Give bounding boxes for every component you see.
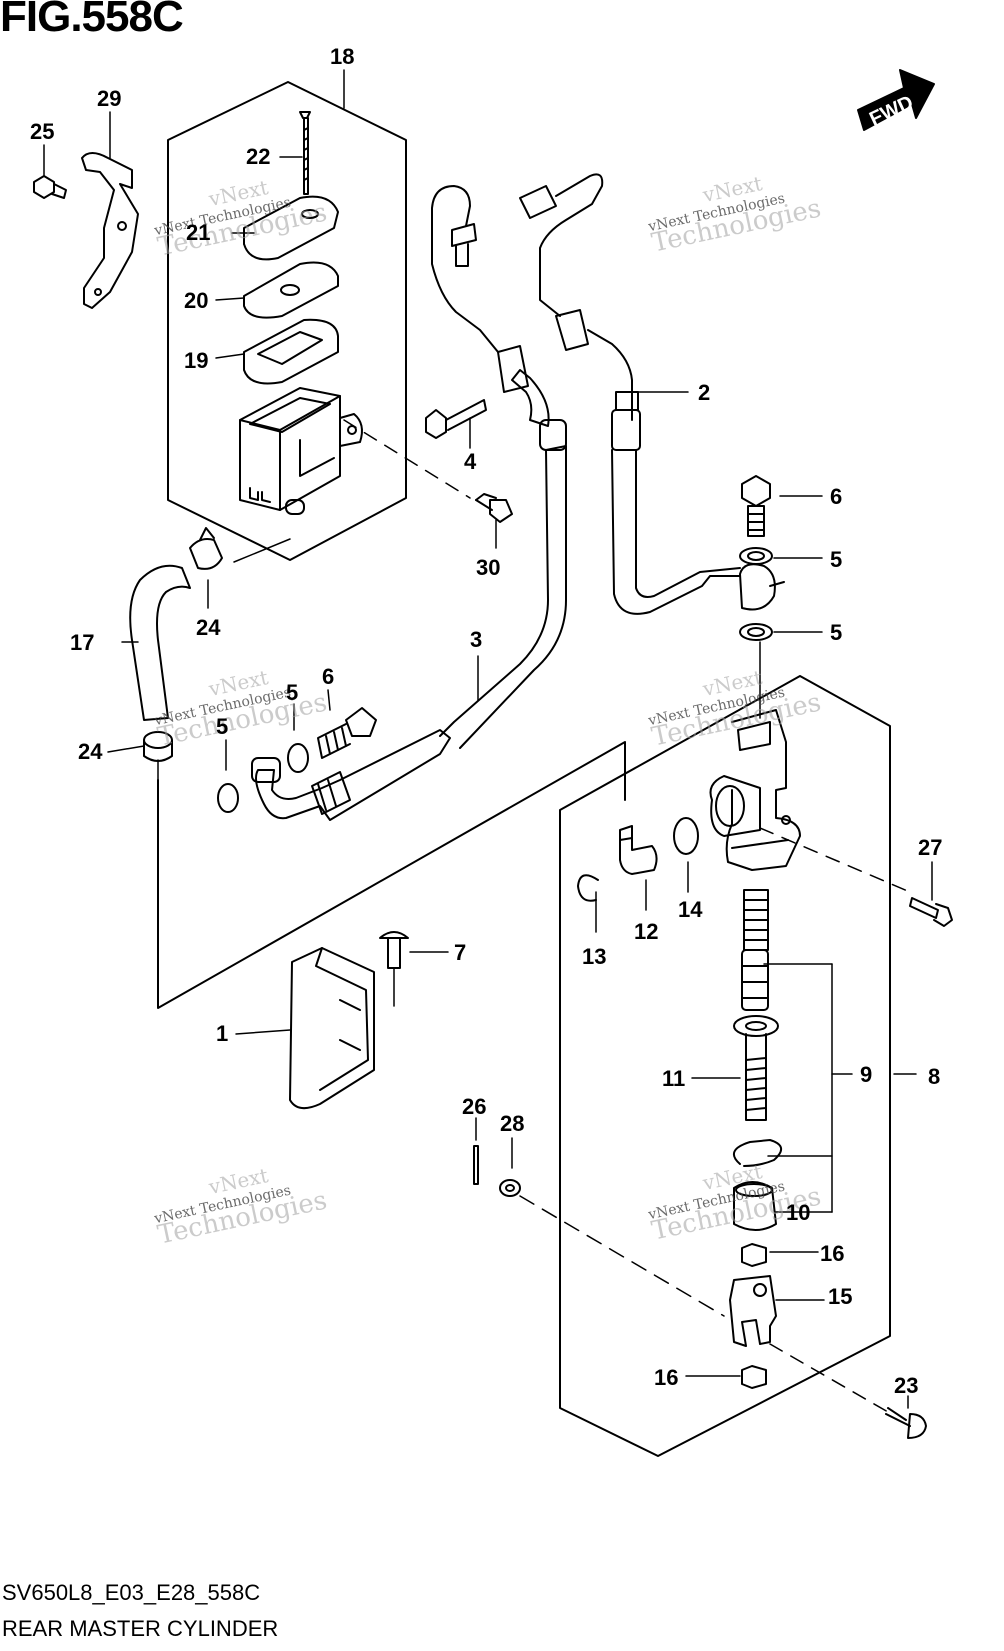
callout-4: 4 (464, 449, 477, 474)
callout-6-right: 6 (830, 484, 843, 509)
part-6-bolt-left (317, 707, 377, 759)
part-15-clevis (729, 1275, 777, 1347)
callout-16-upper: 16 (820, 1241, 845, 1266)
callout-17: 17 (70, 630, 95, 655)
part-17-hose (129, 564, 191, 721)
part-29-bracket (81, 152, 139, 309)
part-16-nut-lower (741, 1365, 767, 1389)
part-1-cover (289, 947, 375, 1110)
callout-23: 23 (894, 1373, 919, 1398)
part-19-diaphragm (243, 318, 339, 385)
figure-title: FIG.558C (0, 0, 184, 41)
callout-6-left: 6 (322, 664, 335, 689)
part-26-cotter (473, 1145, 479, 1185)
callout-5-lower-right: 5 (830, 620, 843, 645)
part-24-clamp-lower (143, 731, 173, 762)
callout-20: 20 (184, 288, 209, 313)
part-14-oring (673, 817, 699, 855)
callout-24-upper: 24 (196, 615, 221, 640)
callout-7: 7 (454, 940, 467, 965)
part-3-hose (251, 185, 567, 821)
callout-10: 10 (786, 1200, 811, 1225)
part-5-washer-c-inner (747, 551, 765, 561)
part-23-pin (885, 1407, 927, 1439)
part-12-fitting (619, 825, 658, 875)
part-9-circlip (732, 1139, 782, 1167)
callout-11: 11 (662, 1066, 686, 1091)
group-outline-8 (559, 675, 891, 1457)
callout-18: 18 (330, 44, 355, 69)
callout-16-lower: 16 (654, 1365, 679, 1390)
group-outline-1 (157, 741, 626, 1009)
part-2-hose (519, 173, 785, 615)
callout-3: 3 (470, 627, 483, 652)
part-9-piston (741, 889, 769, 1011)
part-20-plate (243, 261, 339, 319)
part-27-bolt (909, 897, 953, 927)
callout-14: 14 (678, 897, 703, 922)
callout-24-lower: 24 (78, 739, 103, 764)
part-5-washer-a (217, 783, 239, 813)
part-5-washer-b (287, 743, 309, 773)
part-5-washer-c (739, 547, 773, 565)
part-16-nut-upper (741, 1243, 767, 1267)
part-7-screw (379, 931, 409, 969)
part-25-bolt (33, 175, 67, 199)
callout-21: 21 (186, 220, 211, 245)
part-5-washer-d-inner (747, 627, 765, 637)
figure-name: REAR MASTER CYLINDER (2, 1616, 279, 1641)
part-22-screw (299, 111, 311, 195)
fwd-arrow: FWD (857, 69, 935, 131)
part-13-circlip (577, 874, 599, 902)
callout-8: 8 (928, 1064, 941, 1089)
part-30-bolt (475, 493, 513, 523)
part-28-washer (499, 1179, 521, 1197)
callout-15: 15 (828, 1284, 853, 1309)
part-6-bolt-right (741, 475, 771, 537)
callout-29: 29 (97, 86, 122, 111)
figure-code: SV650L8_E03_E28_558C (2, 1580, 261, 1605)
callout-28: 28 (500, 1111, 525, 1136)
callout-2: 2 (698, 380, 711, 405)
part-21-cap (243, 195, 339, 261)
callout-1: 1 (216, 1021, 229, 1046)
reservoir-body (239, 387, 363, 515)
part-24-clamp-upper (189, 527, 223, 570)
part-11-push-rod (733, 1015, 779, 1121)
callout-12: 12 (634, 919, 659, 944)
callout-26: 26 (462, 1094, 487, 1119)
callout-30: 30 (476, 555, 501, 580)
part-10-boot (733, 1181, 777, 1231)
callout-13: 13 (582, 944, 607, 969)
part-5-washer-d (739, 623, 773, 641)
callout-5-left-lower: 5 (216, 714, 229, 739)
group-outline-18 (167, 81, 407, 561)
part-4-bolt (425, 399, 487, 439)
callout-5-left-upper: 5 (286, 680, 299, 705)
callout-25: 25 (30, 119, 55, 144)
callout-5-upper-right: 5 (830, 547, 843, 572)
callout-19: 19 (184, 348, 209, 373)
callout-22: 22 (246, 144, 271, 169)
master-cylinder-body (709, 709, 801, 871)
callout-9: 9 (860, 1062, 873, 1087)
callout-27: 27 (918, 835, 943, 860)
part-28-washer-inner (505, 1184, 515, 1192)
